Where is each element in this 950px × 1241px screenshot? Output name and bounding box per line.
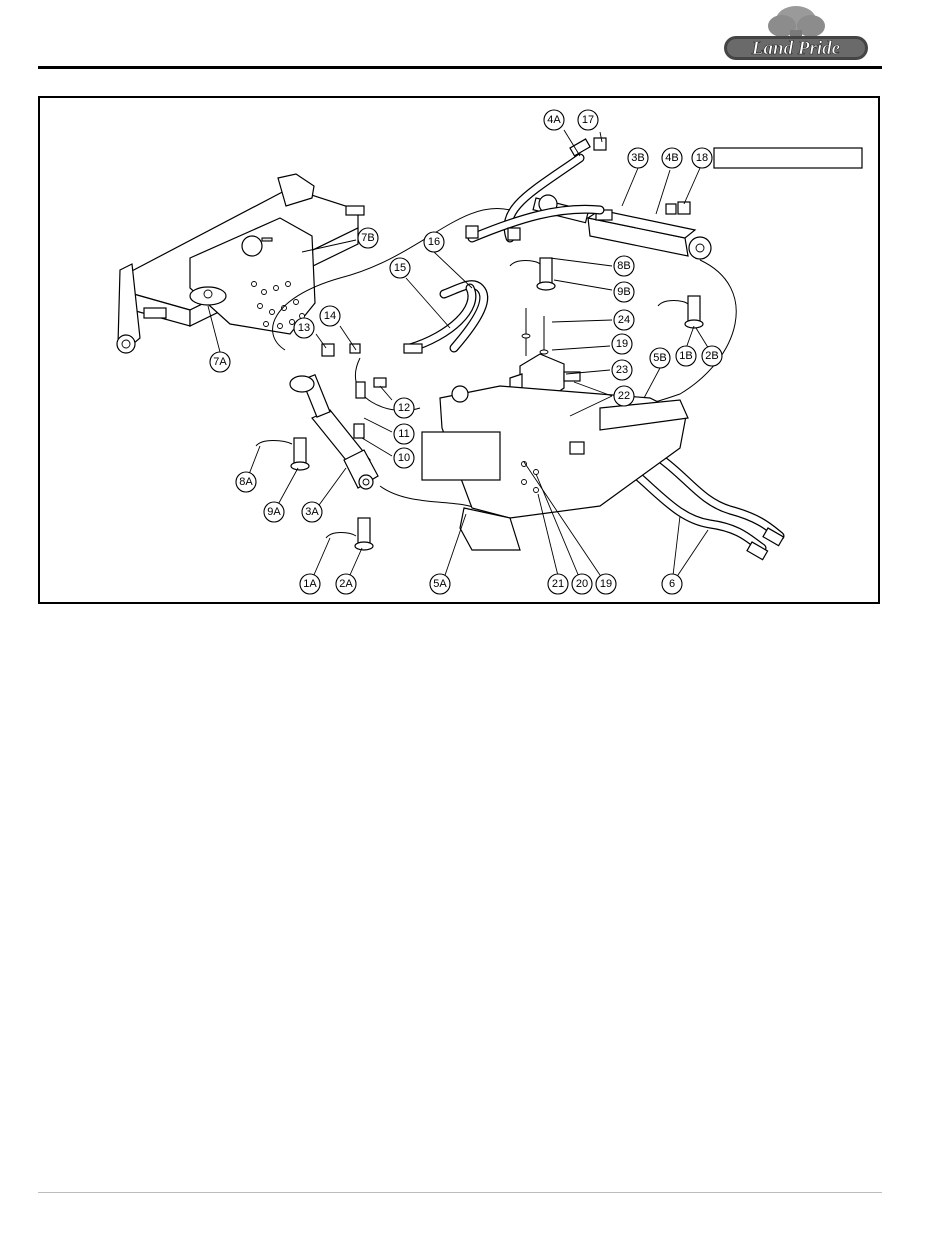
callout-19-top: 19 — [612, 334, 632, 354]
svg-text:4B: 4B — [665, 152, 678, 164]
svg-text:1B: 1B — [679, 350, 692, 362]
svg-text:6: 6 — [669, 578, 675, 590]
svg-text:11: 11 — [398, 428, 409, 440]
callout-3a: 3A — [302, 502, 322, 522]
callout-14: 14 — [320, 306, 340, 326]
svg-text:14: 14 — [324, 310, 336, 322]
callout-8b: 8B — [614, 256, 634, 276]
callout-7a: 7A — [210, 352, 230, 372]
svg-text:18: 18 — [696, 152, 708, 164]
callout-22: 22 — [614, 386, 634, 406]
callout-10: 10 — [394, 448, 414, 468]
callout-12: 12 — [394, 398, 414, 418]
note-box-left — [422, 432, 500, 480]
svg-text:5A: 5A — [433, 578, 447, 590]
callout-19-bottom: 19 — [596, 574, 616, 594]
svg-text:7B: 7B — [361, 232, 374, 244]
logo-cloud-icon — [768, 6, 825, 40]
svg-text:22: 22 — [618, 390, 630, 402]
svg-text:21: 21 — [552, 578, 564, 590]
callout-1a: 1A — [300, 574, 320, 594]
svg-text:17: 17 — [582, 114, 594, 126]
logo-text: Land Pride — [751, 38, 841, 59]
svg-text:1A: 1A — [303, 578, 317, 590]
callout-5a: 5A — [430, 574, 450, 594]
callout-18: 18 — [692, 148, 712, 168]
svg-text:10: 10 — [398, 452, 410, 464]
callout-1b: 1B — [676, 346, 696, 366]
svg-text:19: 19 — [616, 338, 628, 350]
svg-text:8B: 8B — [617, 260, 630, 272]
callout-16: 16 — [424, 232, 444, 252]
parts-diagram-frame: 4A 17 3B 4B 18 7B 16 15 8B 9B 24 14 13 1… — [38, 96, 880, 604]
svg-text:2B: 2B — [705, 350, 718, 362]
hitch-frame — [117, 174, 364, 353]
svg-text:20: 20 — [576, 578, 588, 590]
callout-15: 15 — [390, 258, 410, 278]
svg-text:23: 23 — [616, 364, 628, 376]
callout-2a: 2A — [336, 574, 356, 594]
callout-11: 11 — [394, 424, 414, 444]
svg-text:12: 12 — [398, 402, 410, 414]
land-pride-logo: Land Pride — [718, 2, 874, 64]
svg-text:16: 16 — [428, 236, 440, 248]
note-box-top — [714, 148, 862, 168]
callout-9a: 9A — [264, 502, 284, 522]
svg-text:8A: 8A — [239, 476, 253, 488]
callout-9b: 9B — [614, 282, 634, 302]
callout-23: 23 — [612, 360, 632, 380]
svg-text:15: 15 — [394, 262, 406, 274]
callout-17: 17 — [578, 110, 598, 130]
header-rule — [38, 66, 882, 69]
svg-text:9B: 9B — [617, 286, 630, 298]
svg-text:2A: 2A — [339, 578, 353, 590]
callout-24: 24 — [614, 310, 634, 330]
callout-7b: 7B — [358, 228, 378, 248]
callout-6: 6 — [662, 574, 682, 594]
svg-text:19: 19 — [600, 578, 612, 590]
callout-21: 21 — [548, 574, 568, 594]
svg-text:5B: 5B — [653, 352, 666, 364]
callout-3b: 3B — [628, 148, 648, 168]
callout-4b: 4B — [662, 148, 682, 168]
callout-5b: 5B — [650, 348, 670, 368]
footer-rule — [38, 1192, 882, 1193]
callout-13: 13 — [294, 318, 314, 338]
svg-text:24: 24 — [618, 314, 630, 326]
callout-20: 20 — [572, 574, 592, 594]
callout-8a: 8A — [236, 472, 256, 492]
callout-2b: 2B — [702, 346, 722, 366]
svg-text:13: 13 — [298, 322, 310, 334]
svg-text:3B: 3B — [631, 152, 644, 164]
svg-text:9A: 9A — [267, 506, 281, 518]
fittings — [322, 138, 690, 398]
callout-4a: 4A — [544, 110, 564, 130]
svg-text:4A: 4A — [547, 114, 561, 126]
parts-diagram: 4A 17 3B 4B 18 7B 16 15 8B 9B 24 14 13 1… — [40, 98, 882, 606]
svg-text:3A: 3A — [305, 506, 319, 518]
svg-text:7A: 7A — [213, 356, 227, 368]
